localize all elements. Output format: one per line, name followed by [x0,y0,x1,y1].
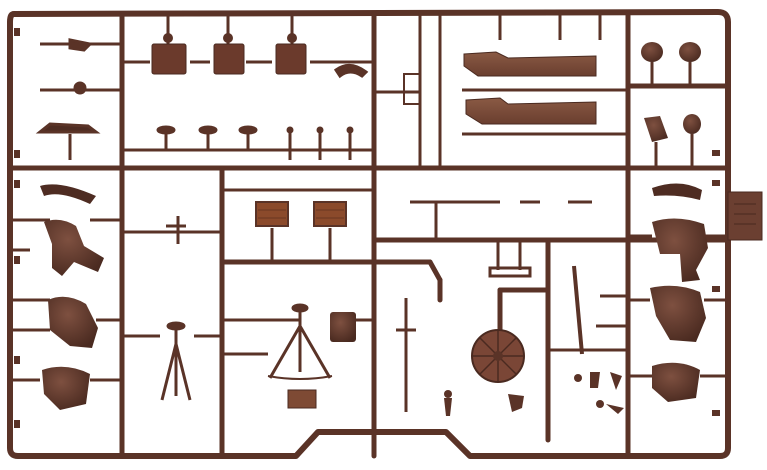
ammo-boxes-top [122,14,374,75]
identification-tab [727,191,763,241]
inner-runners [7,11,731,459]
mg-receiver [287,312,374,409]
right-figures [628,183,728,402]
ammo-boxes-mid [222,188,374,262]
tripod-center [222,303,333,380]
outer-runner [7,9,731,459]
left-figures [10,184,122,410]
tripod-left [122,216,222,401]
small-figures-right [444,372,624,416]
gate-nubs [14,28,720,428]
top-left-parts [35,38,122,160]
helmets-and-hands [641,42,701,168]
barrels-and-rods [396,200,628,412]
wheel-disc [471,329,525,383]
vehicle-hull-parts [374,14,628,168]
mount-row [122,64,374,160]
